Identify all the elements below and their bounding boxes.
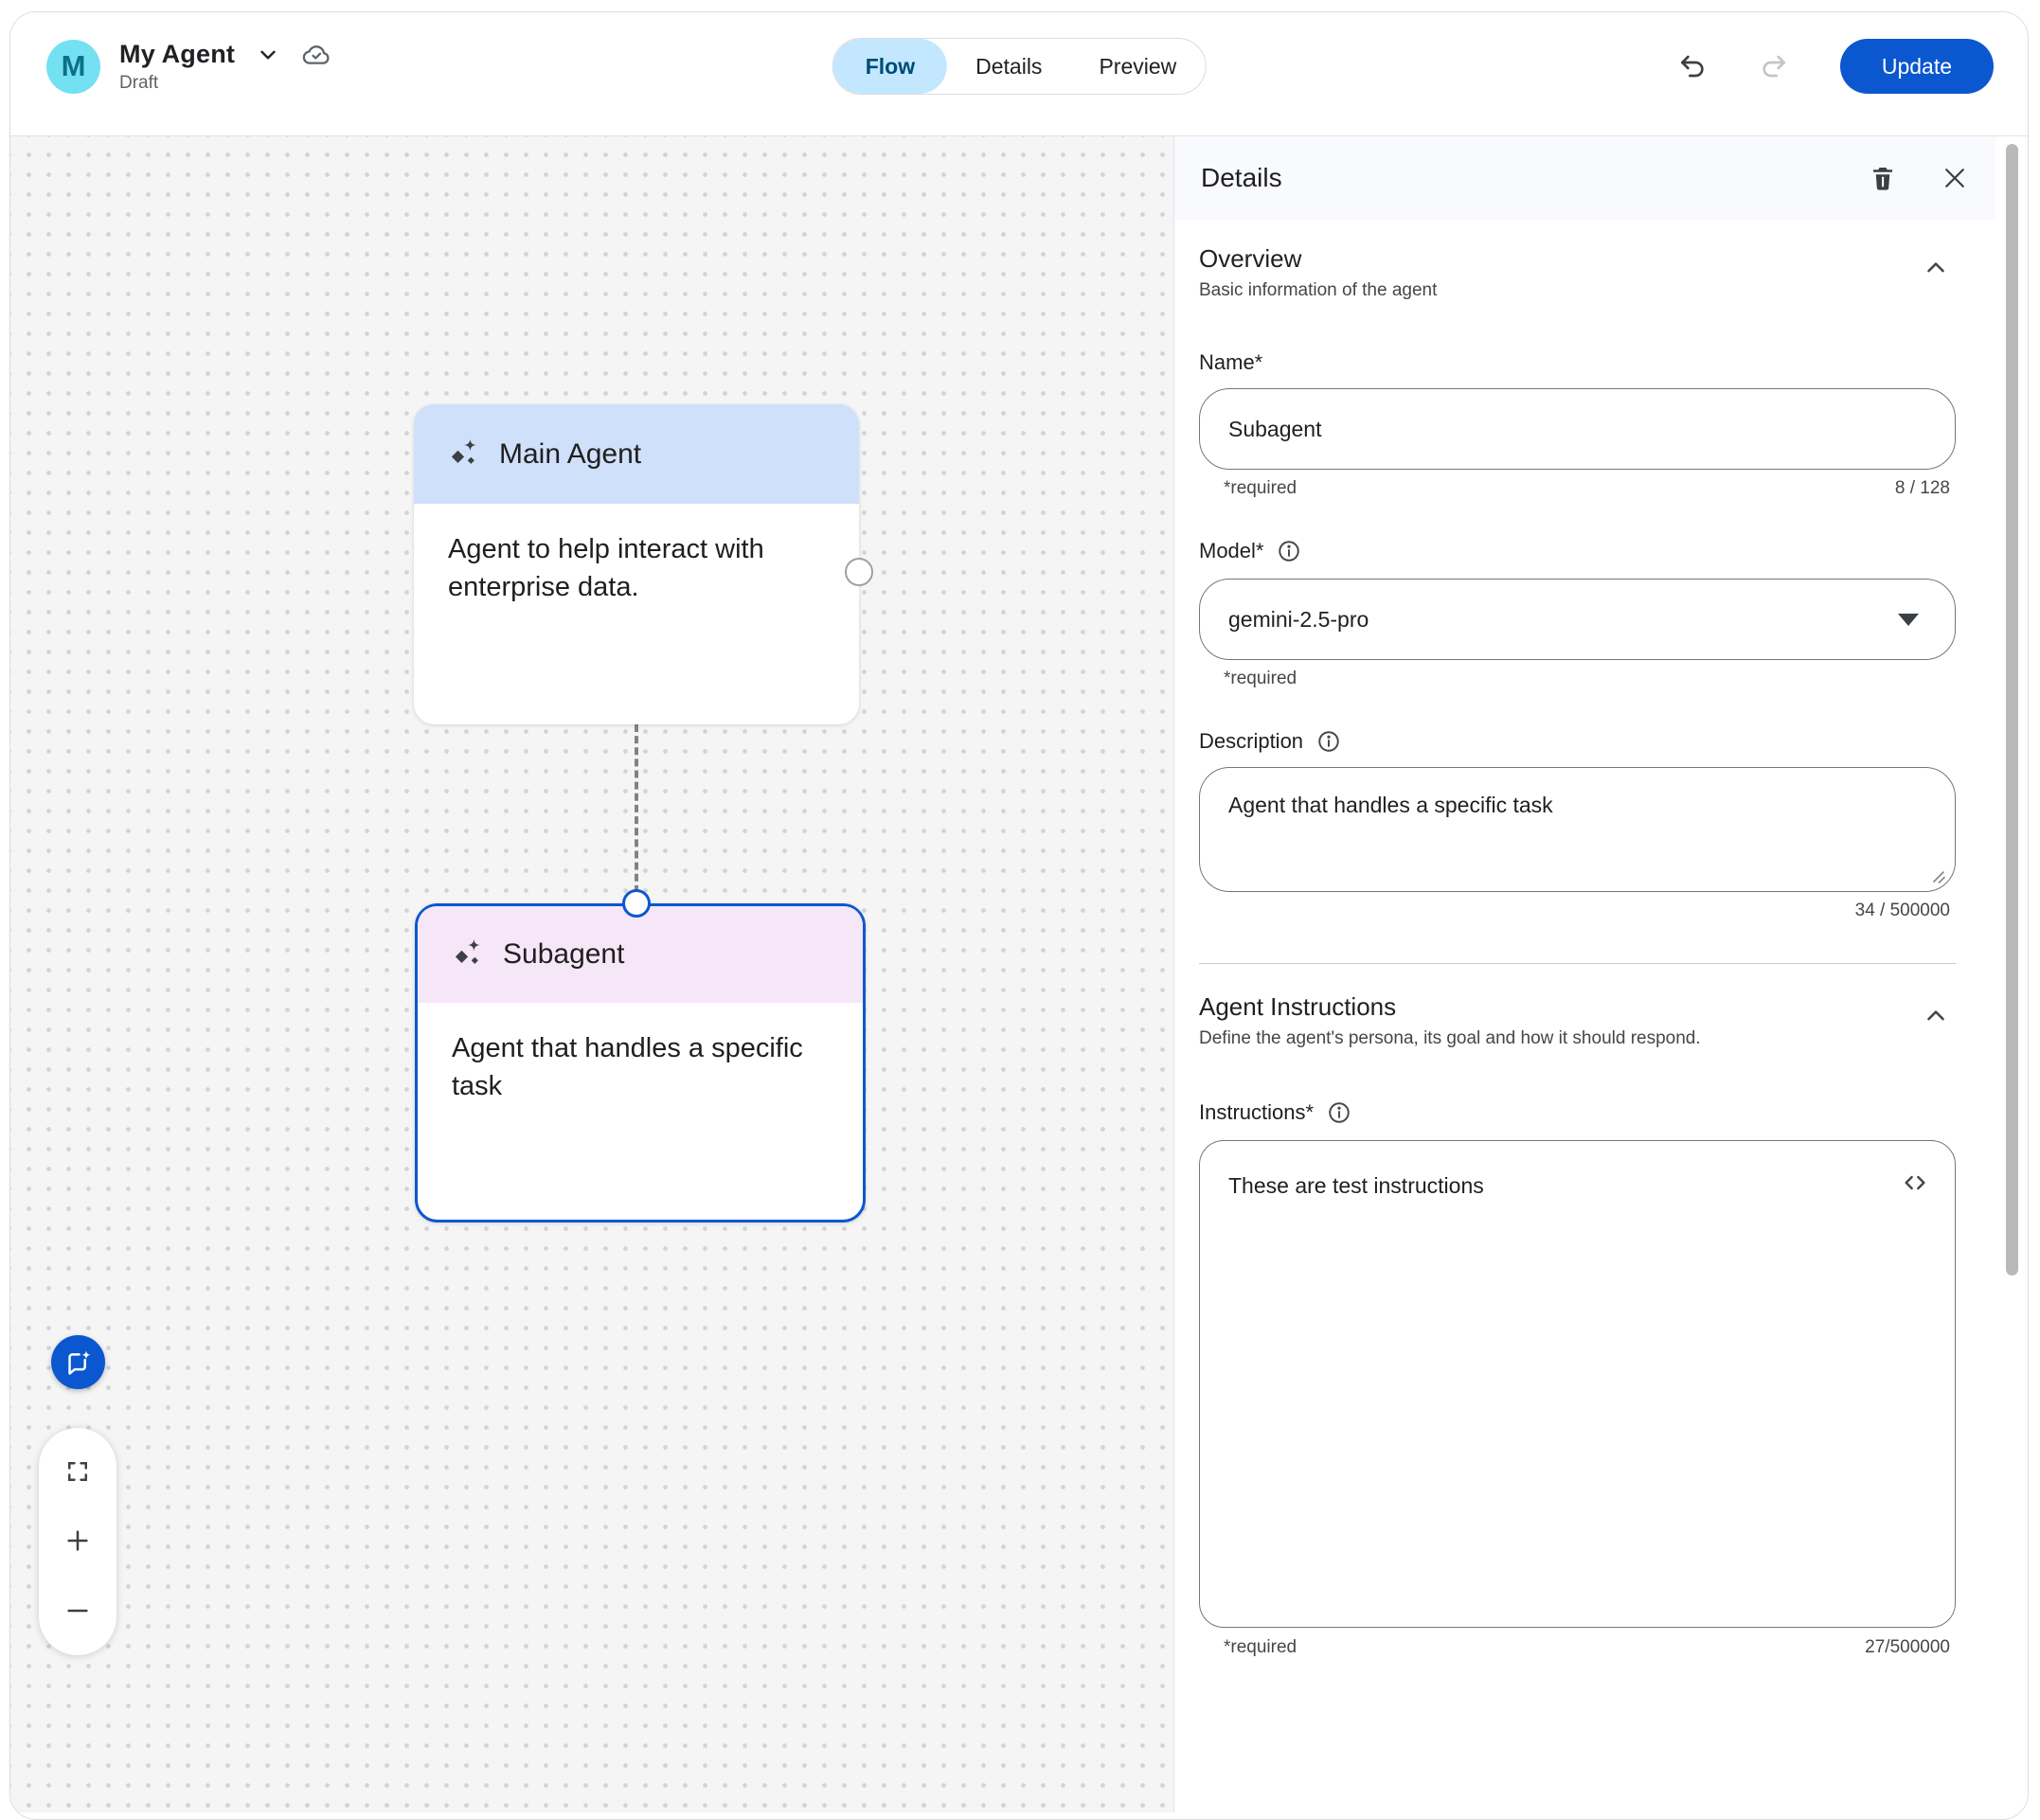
agent-title: My Agent [119, 40, 236, 68]
top-bar: M My Agent Draft [10, 12, 2028, 136]
delete-icon[interactable] [1869, 164, 1897, 192]
flow-canvas[interactable]: Main Agent Agent to help interact with e… [10, 136, 1173, 1812]
panel-scrollbar-thumb[interactable] [2006, 144, 2018, 1276]
zoom-out-icon[interactable] [63, 1597, 92, 1625]
description-textarea[interactable]: Agent that handles a specific task [1199, 767, 1956, 892]
node-subagent-header: Subagent [418, 906, 863, 1003]
name-required-hint: *required [1224, 478, 1297, 498]
node-subagent[interactable]: Subagent Agent that handles a specific t… [415, 903, 866, 1222]
canvas-zoom-toolbar [39, 1428, 116, 1655]
overview-section-header: Overview Basic information of the agent [1199, 244, 1956, 301]
overview-subtitle: Basic information of the agent [1199, 280, 1438, 300]
name-char-counter: 8 / 128 [1894, 478, 1950, 498]
instructions-section-header: Agent Instructions Define the agent's pe… [1199, 992, 1956, 1049]
panel-title: Details [1201, 163, 1282, 192]
redo-icon[interactable] [1759, 51, 1789, 81]
node-title: Main Agent [499, 437, 642, 470]
details-panel: Details Overview Basic information of th… [1173, 136, 2028, 1812]
collapse-overview-icon[interactable] [1922, 254, 1950, 282]
model-value: gemini-2.5-pro [1228, 606, 1369, 632]
node-description: Agent to help interact with enterprise d… [448, 534, 764, 603]
details-panel-header: Details [1174, 136, 1995, 220]
view-tab-group: Flow Details Preview [832, 38, 1207, 95]
tab-preview[interactable]: Preview [1099, 53, 1177, 79]
instructions-label: Instructions* [1199, 1100, 1315, 1124]
node-main-agent[interactable]: Main Agent Agent to help interact with e… [414, 404, 859, 724]
model-select[interactable]: gemini-2.5-pro [1199, 579, 1956, 660]
node-title: Subagent [503, 938, 625, 970]
status-label: Draft [119, 72, 159, 93]
dropdown-caret-icon [1898, 613, 1919, 626]
instructions-textarea[interactable]: These are test instructions [1199, 1140, 1956, 1628]
instructions-subtitle: Define the agent's persona, its goal and… [1199, 1028, 1701, 1048]
instructions-required-hint: *required [1224, 1637, 1297, 1657]
name-input[interactable]: Subagent [1199, 388, 1956, 470]
chat-sparkle-icon [63, 1347, 94, 1378]
fit-screen-icon[interactable] [64, 1458, 91, 1485]
zoom-in-icon[interactable] [63, 1526, 92, 1555]
avatar: M [46, 39, 100, 94]
model-required-hint: *required [1224, 669, 1297, 688]
chevron-down-icon[interactable] [256, 43, 280, 67]
undo-icon[interactable] [1677, 51, 1708, 81]
connection-port-subagent[interactable] [622, 889, 651, 918]
instructions-heading: Agent Instructions [1199, 992, 1397, 1021]
instructions-value: These are test instructions [1228, 1173, 1484, 1198]
overview-heading: Overview [1199, 244, 1302, 273]
details-panel-body: Overview Basic information of the agent … [1174, 220, 1995, 1658]
avatar-letter: M [61, 49, 86, 82]
node-description: Agent that handles a specific task [452, 1033, 803, 1102]
tab-flow[interactable]: Flow [832, 39, 948, 94]
info-icon[interactable] [1277, 539, 1301, 563]
resize-handle-icon[interactable] [1930, 868, 1947, 885]
node-connector-line [635, 724, 638, 904]
chat-assist-button[interactable] [51, 1335, 105, 1389]
connection-port-main[interactable] [845, 558, 873, 586]
sparkle-icon [452, 937, 486, 972]
info-icon[interactable] [1316, 729, 1341, 754]
node-main-agent-header: Main Agent [414, 404, 859, 504]
model-label: Model* [1199, 539, 1264, 562]
tab-details[interactable]: Details [975, 53, 1043, 79]
app-window: M My Agent Draft [9, 11, 2029, 1820]
description-value: Agent that handles a specific task [1228, 793, 1553, 817]
info-icon[interactable] [1327, 1100, 1351, 1125]
section-divider [1199, 963, 1956, 964]
panel-scrollbar-track [1995, 136, 2028, 1812]
collapse-instructions-icon[interactable] [1922, 1002, 1950, 1030]
update-button[interactable]: Update [1839, 39, 1994, 94]
sparkle-icon [448, 437, 482, 472]
name-label: Name* [1199, 350, 1263, 374]
instructions-char-counter: 27/500000 [1865, 1637, 1950, 1657]
name-value: Subagent [1228, 416, 1322, 441]
description-char-counter: 34 / 500000 [1854, 901, 1950, 920]
description-label: Description [1199, 729, 1304, 753]
code-view-icon[interactable] [1900, 1168, 1930, 1198]
cloud-saved-icon [301, 40, 331, 70]
close-icon[interactable] [1941, 164, 1969, 192]
